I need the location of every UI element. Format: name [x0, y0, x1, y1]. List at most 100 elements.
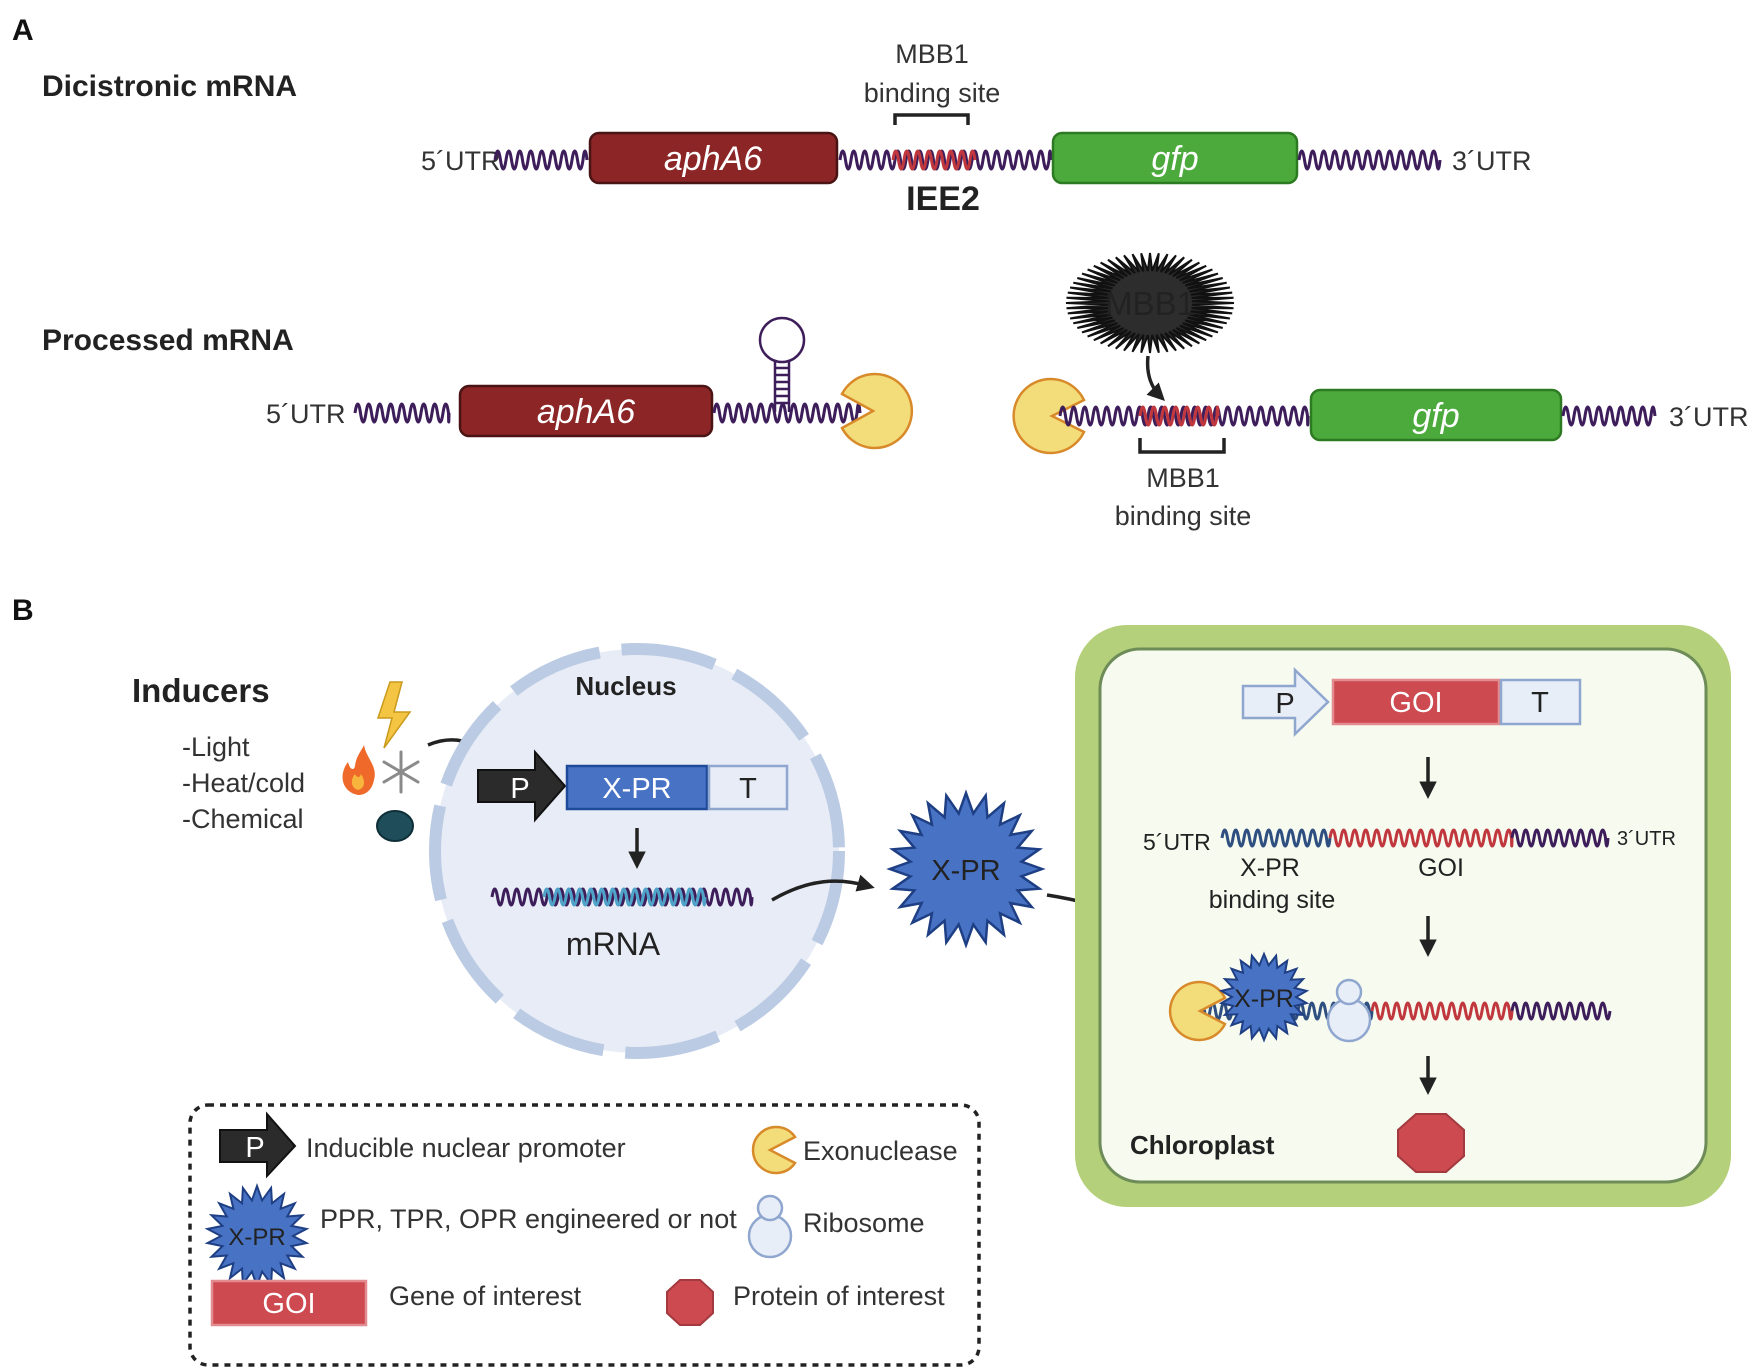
legend-exonuclease-text: Exonuclease [803, 1136, 958, 1166]
mrna-coding-wave [542, 887, 707, 907]
exonuclease-icon [1012, 377, 1086, 455]
goi-mrna-wave [1328, 828, 1514, 848]
mrna-wave [838, 149, 1053, 171]
chloroplast-label: Chloroplast [1130, 1130, 1275, 1160]
mrna-wave [1561, 405, 1657, 427]
inducer-item: -Light [182, 732, 250, 762]
mbb1-site-label: MBB1 [1146, 463, 1220, 493]
gfp-gene: gfp [1051, 131, 1299, 185]
legend-promoter-text: Inducible nuclear promoter [306, 1133, 626, 1163]
chloroplast-promoter: P [1241, 667, 1330, 737]
ribosome-icon [1326, 978, 1372, 1043]
protein-of-interest-icon [666, 1279, 714, 1326]
aphA6-label: aphA6 [537, 393, 635, 431]
ribosome-icon [747, 1194, 793, 1259]
terminator-label: T [1531, 687, 1549, 719]
promoter-arrow: P [477, 749, 567, 823]
flame-inner-icon [351, 774, 365, 790]
utr5-label: 5´UTR [421, 146, 501, 176]
mbb1-site-label: binding site [864, 78, 1001, 108]
mrna-wave [1220, 828, 1332, 848]
binding-site-bracket [1138, 438, 1226, 454]
legend-goi-label: GOI [262, 1288, 315, 1320]
mrna-wave [1510, 1001, 1612, 1021]
terminator-label: T [739, 773, 757, 805]
aphA6-gene: aphA6 [588, 131, 839, 185]
inducer-item: -Heat/cold [182, 768, 305, 798]
mbb1-site-label: binding site [1115, 501, 1252, 531]
utr3-label: 3´UTR [1669, 402, 1749, 432]
nucleus-label: Nucleus [575, 671, 676, 701]
stem-loop [758, 316, 806, 412]
inducer-item: -Chemical [182, 804, 304, 834]
arrow [1145, 355, 1165, 401]
legend-promoter-label: P [245, 1132, 264, 1164]
lightning-icon [376, 681, 412, 749]
mrna-wave [712, 402, 862, 424]
mrna-label: mRNA [566, 926, 661, 962]
promoter-label: P [1275, 688, 1294, 720]
goi-gene-label: GOI [1389, 687, 1442, 719]
exonuclease-icon [840, 372, 914, 450]
iee2-label: IEE2 [906, 180, 980, 218]
mrna-wave [1297, 149, 1442, 171]
xpr-protein-label: X-PR [931, 855, 1000, 887]
utr5-label: 5´UTR [1143, 829, 1211, 855]
terminator: T [1499, 678, 1582, 726]
aphA6-label: aphA6 [664, 140, 762, 178]
goi-mrna-wave [1370, 1001, 1514, 1021]
arrow [771, 874, 875, 902]
processed-title: Processed mRNA [42, 324, 294, 357]
legend-box [188, 1103, 981, 1367]
gfp-gene: gfp [1309, 388, 1563, 442]
xpr-site-label: binding site [1209, 886, 1335, 914]
legend-goi-text: Gene of interest [389, 1281, 582, 1311]
xpr-protein-label: X-PR [1234, 985, 1294, 1013]
legend-xpr-text: PPR, TPR, OPR engineered or not [320, 1204, 737, 1234]
xpr-gene: X-PR [565, 764, 709, 811]
mbb1-site-label: MBB1 [895, 39, 969, 69]
terminator: T [707, 764, 789, 811]
chloroplast [1075, 625, 1731, 1207]
mbb1-label: MBB1 [1105, 285, 1195, 322]
mbb1-site-wave [1138, 405, 1220, 427]
chemical-icon [376, 810, 414, 842]
utr3-label: 3´UTR [1452, 146, 1532, 176]
goi-site-label: GOI [1418, 854, 1464, 882]
panel-a-label: A [12, 14, 34, 47]
mbb1-protein: MBB1 [1065, 252, 1235, 354]
goi-gene: GOI [1331, 678, 1501, 726]
mrna-wave [490, 887, 754, 907]
legend-promoter-symbol: P [219, 1111, 297, 1179]
xpr-protein: X-PR [886, 789, 1046, 949]
gfp-label: gfp [1412, 397, 1459, 435]
mrna-wave [1510, 828, 1610, 848]
xpr-site-label: X-PR [1240, 854, 1300, 882]
legend-goi-symbol: GOI [210, 1279, 368, 1327]
protein-of-interest-icon [1397, 1113, 1465, 1173]
xpr-gene-label: X-PR [602, 773, 671, 805]
utr5-label: 5´UTR [266, 399, 346, 429]
iee2-wave [891, 149, 977, 171]
xpr-protein: X-PR [1218, 951, 1310, 1043]
exonuclease-icon [1168, 980, 1227, 1042]
xpr-protein: X-PR [204, 1183, 310, 1289]
dicistronic-title: Dicistronic mRNA [42, 70, 297, 103]
flame-icon [342, 745, 375, 795]
mrna-wave [1058, 405, 1310, 427]
gfp-label: gfp [1151, 140, 1198, 178]
legend-ribosome-text: Ribosome [803, 1208, 925, 1238]
promoter-label: P [510, 773, 529, 805]
legend-xpr-label: X-PR [228, 1224, 285, 1251]
exonuclease-icon [751, 1125, 797, 1175]
mrna-wave [353, 402, 451, 424]
utr3-label: 3´UTR [1617, 828, 1676, 850]
inducers-title: Inducers [132, 672, 270, 709]
aphA6-gene: aphA6 [458, 384, 714, 438]
legend-protein-text: Protein of interest [733, 1281, 945, 1311]
binding-site-bracket [893, 113, 970, 125]
snowflake-icon [382, 750, 420, 794]
panel-b-label: B [12, 594, 34, 627]
mrna-wave [493, 149, 589, 171]
